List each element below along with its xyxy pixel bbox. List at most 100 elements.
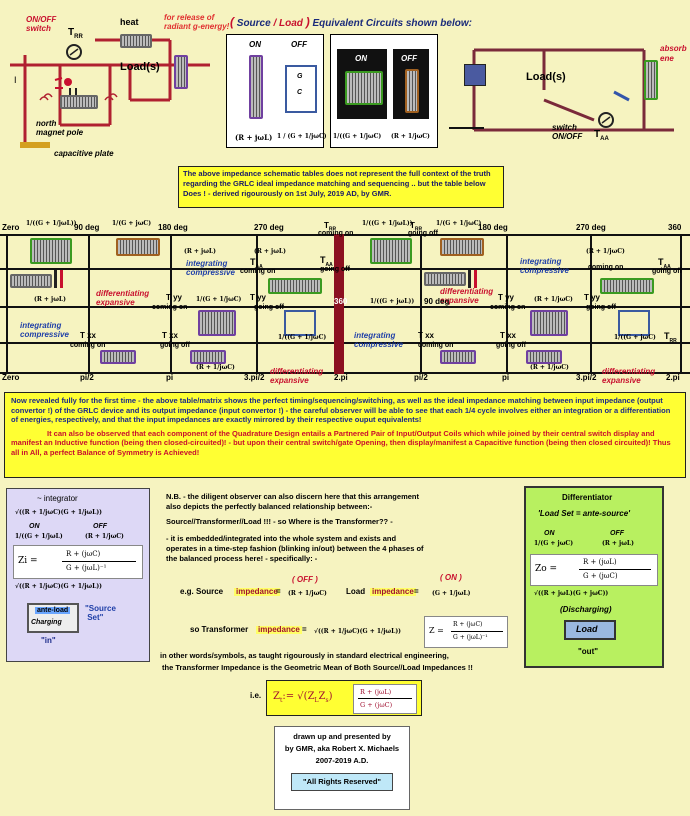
axis-pi-bottom: pi — [166, 373, 174, 382]
final-rhs-box: R + (jωL) G + (jωC) — [353, 684, 417, 714]
trr-top2-t: T — [410, 221, 415, 230]
integrator-title: ~ integrator — [37, 494, 78, 503]
m-coming-on-6: coming on — [418, 342, 454, 349]
trr-top: TRR — [324, 222, 336, 233]
rights-box: "All Rights Reserved" — [291, 773, 393, 791]
axis-180-top-2: 180 deg — [478, 223, 508, 232]
on-off-switch-label: ON/OFF switch — [26, 15, 57, 33]
circuit2-state: OFF — [291, 40, 307, 49]
m-f7: 1/(G + 1/jωC) — [436, 220, 482, 227]
m-cap-2 — [60, 270, 63, 288]
m-f9: (R + jωL) — [34, 296, 66, 303]
m-coil-2 — [116, 238, 160, 256]
matrix-line-4 — [0, 342, 690, 344]
transformer-z-box: Z = R + (jωC) G + (jωL)⁻¹ — [424, 616, 508, 648]
title-open-paren: ( — [230, 15, 234, 29]
transformer-z-eq: Z = — [429, 626, 444, 635]
differentiator-zo-den: G + (jωC) — [583, 572, 618, 580]
final-bar — [358, 698, 412, 699]
integrator-charging-box: ante-load Charging — [27, 603, 79, 633]
integrator-ante-load: ante-load — [35, 607, 71, 614]
m-f11: 1/((G + jωL)) — [370, 298, 415, 305]
load-impedance-label: impedance — [370, 587, 416, 596]
m-trr-right: TRR — [664, 332, 677, 344]
transformer-z-num: R + (jωC) — [453, 621, 483, 628]
stl-text: Source//Transformer//Load !!! - so Where… — [166, 517, 393, 526]
matrix-v-9 — [680, 234, 682, 374]
m-coming-on-4: coming on — [490, 304, 526, 311]
credits-box: drawn up and presented by by GMR, aka Ro… — [274, 726, 410, 810]
load-label: Load — [346, 587, 366, 596]
capacitive-plate-icon — [20, 142, 50, 148]
differentiator-zo-bar — [579, 569, 651, 570]
m-txx-1: T xx — [80, 331, 97, 340]
differentiator-discharging: (Discharging) — [560, 605, 612, 614]
integrator-panel: ~ integrator √((R + 1/jωC)(G + 1/jωL)) O… — [6, 488, 150, 662]
capacitive-plate-label: capacitive plate — [54, 149, 114, 158]
matrix-v-2 — [88, 234, 90, 374]
m-diff-4: differentiating expansive — [602, 367, 656, 385]
differentiator-off-formula: (R + jωL) — [602, 540, 634, 547]
m-coil-4 — [440, 238, 484, 256]
m-f1: 1/((G + 1/jωL)) — [26, 220, 77, 227]
release-label: for release of radiant g-energy! — [164, 13, 230, 31]
transformer-formula: √((R + 1/jωC)(G + 1/jωL)) — [314, 628, 401, 635]
m-coil-5 — [10, 274, 52, 288]
integrator-in: "in" — [41, 636, 56, 645]
m-tyy-2: T yy — [250, 293, 267, 302]
m-tyy-3: T yy — [498, 293, 515, 302]
title-close-paren: ) — [305, 15, 310, 29]
transformer-z-den: G + (jωL)⁻¹ — [453, 634, 488, 641]
integrator-zi-box: Zi = R + (jωC) G + (jωL)⁻¹ — [13, 545, 143, 579]
m-diff-3: differentiating expansive — [270, 367, 324, 385]
source-formula: (R + 1/jωC) — [288, 590, 327, 597]
axis-2pi-bottom: 2.pi — [334, 373, 348, 382]
right-coil-icon — [644, 60, 658, 100]
final-zl-sub: L — [314, 697, 319, 704]
matrix-v-7 — [506, 234, 508, 374]
heat-coil-icon — [120, 34, 152, 48]
load-on-label: ( ON ) — [440, 573, 462, 582]
matrix-v-1 — [6, 234, 8, 374]
title-rest: Equivalent Circuits shown below: — [312, 18, 472, 29]
m-cap-4 — [474, 270, 477, 288]
circuit-group-1: ON (R + jωL) OFF G C 1 / (G + 1/jωC) — [226, 34, 327, 148]
m-f6: (R + 1/jωC) — [586, 248, 625, 255]
m-integrating-3: integrating compressive — [20, 321, 69, 339]
matrix-line-bottom — [0, 372, 690, 374]
m-txx-2: T xx — [162, 331, 179, 340]
current-label: I — [14, 75, 17, 85]
equivalent-circuits-title: ( Source / Load ) Equivalent Circuits sh… — [230, 16, 472, 29]
m-axis-90: 90 deg — [424, 297, 450, 306]
final-zt: Z — [273, 691, 280, 702]
final-zt-sub: t — [279, 697, 283, 704]
transformer-eq: = — [302, 625, 307, 634]
m-coil-9 — [198, 310, 236, 336]
m-coil-13 — [440, 350, 476, 364]
circuit1-formula: (R + jωL) — [235, 133, 273, 142]
north-pole-label: north magnet pole — [36, 119, 84, 137]
m-going-off-1: going off — [320, 266, 350, 273]
taa-sub: AA — [600, 136, 609, 142]
axis-pi-bottom-2: pi — [502, 373, 510, 382]
axis-zero-bottom: Zero — [2, 373, 20, 382]
right-switch-label: switch ON/OFF — [552, 123, 583, 141]
axis-2pi-bottom-2: 2.pi — [666, 373, 680, 382]
m-f16: (R + 1/jωC) — [530, 364, 569, 371]
m-cap-3 — [468, 270, 471, 288]
m-coil-10 — [530, 310, 568, 336]
m-going-off-5: going off — [160, 342, 190, 349]
matrix-center-bar — [334, 234, 344, 374]
m-coil-12 — [190, 350, 226, 364]
transformer-impedance-label: impedance — [256, 625, 302, 634]
m-diff-2: differentiating expansive — [440, 287, 494, 305]
axis-zero-top: Zero — [2, 223, 20, 232]
m-f5: 1/((G + 1/jωL)) — [362, 220, 413, 227]
m-coil-7 — [424, 272, 466, 286]
matrix-v-3 — [170, 234, 172, 374]
load-formula: (G + 1/jωL) — [432, 590, 471, 597]
circuit-group-2: ON OFF 1/((G + 1/jωC) (R + 1/jωC) — [330, 34, 438, 148]
final-zs-sub: s — [325, 697, 329, 704]
eg-source-label: e.g. Source — [180, 587, 224, 596]
m-taa-1: TAA — [250, 258, 263, 270]
